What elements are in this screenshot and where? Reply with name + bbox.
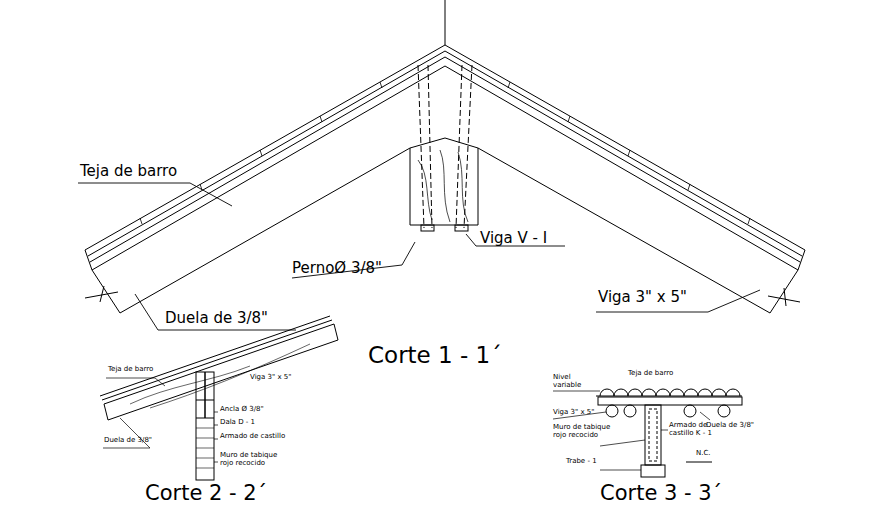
part-label: Duela de 3/8"	[165, 310, 268, 327]
tile-ticks	[140, 82, 750, 224]
leaders	[78, 183, 760, 330]
part-label: Nivel variable	[553, 374, 589, 389]
part-label: PernoØ 3/8"	[292, 260, 382, 277]
part-label: Viga 3" x 5"	[250, 374, 291, 382]
part-label: N.C.	[696, 450, 711, 458]
part-label: Viga 3" x 5"	[553, 409, 594, 417]
part-label: Duela de 3/8"	[104, 437, 152, 445]
part-label: Armado de castillo	[220, 433, 285, 441]
part-label: Duela de 3/8"	[706, 422, 754, 430]
break-marks	[85, 286, 800, 306]
beam-v1	[410, 65, 478, 231]
part-label: Muro de tabique rojo recocido	[220, 452, 282, 467]
part-label: Viga V - I	[480, 230, 547, 247]
part-label: Viga 3" x 5"	[598, 289, 687, 306]
section-2	[100, 316, 338, 480]
part-label: Muro de tabique rojo recocido	[553, 424, 613, 439]
part-label: Teja de barro	[628, 370, 673, 378]
part-label: Teja de barro	[108, 366, 153, 374]
part-label: Ancla Ø 3/8"	[220, 406, 264, 414]
part-label: Dala D - 1	[220, 419, 255, 427]
section-title: Corte 3 - 3´	[600, 482, 722, 505]
section-3	[553, 389, 742, 477]
roof-right	[445, 45, 805, 313]
section-title: Corte 2 - 2´	[145, 482, 267, 505]
section-title: Corte 1 - 1´	[368, 343, 502, 368]
part-label: Trabe - 1	[566, 458, 597, 466]
part-label: Teja de barro	[80, 163, 177, 180]
